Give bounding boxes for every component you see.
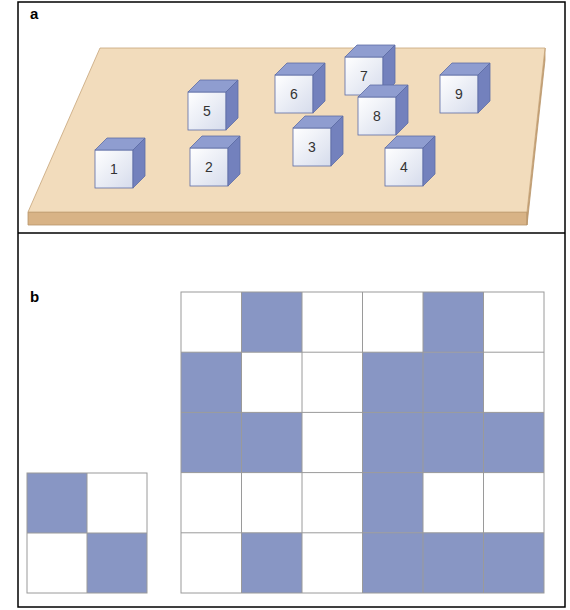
cube-1	[95, 138, 145, 188]
panel-label: b	[30, 288, 39, 305]
cubes	[95, 45, 490, 188]
cube-face: 5	[188, 92, 226, 130]
cube-number: 5	[203, 103, 211, 119]
cube-face: 7	[345, 57, 383, 95]
panel-label: a	[30, 5, 38, 22]
cube-number: 7	[360, 68, 368, 84]
cube-8	[358, 85, 408, 135]
cube-4	[385, 136, 435, 186]
cube-6	[275, 63, 325, 113]
cube-number: 1	[110, 161, 118, 177]
cube-face: 1	[95, 150, 133, 188]
cube-face: 4	[385, 148, 423, 186]
cube-face: 8	[358, 97, 396, 135]
cube-number: 2	[205, 159, 213, 175]
cube-9	[440, 63, 490, 113]
cube-face: 6	[275, 75, 313, 113]
small-grid	[27, 473, 147, 593]
cube-number: 9	[455, 86, 463, 102]
cube-number: 4	[400, 159, 408, 175]
large-grid	[181, 292, 544, 593]
cube-number: 3	[308, 139, 316, 155]
cube-5	[188, 80, 238, 130]
cube-face: 3	[293, 128, 331, 166]
cube-face: 9	[440, 75, 478, 113]
board	[28, 48, 545, 225]
cube-face: 2	[190, 148, 228, 186]
cube-2	[190, 136, 240, 186]
cube-number: 6	[290, 86, 298, 102]
cube-3	[293, 116, 343, 166]
frame	[18, 2, 565, 607]
cube-number: 8	[373, 108, 381, 124]
divider	[18, 232, 565, 234]
